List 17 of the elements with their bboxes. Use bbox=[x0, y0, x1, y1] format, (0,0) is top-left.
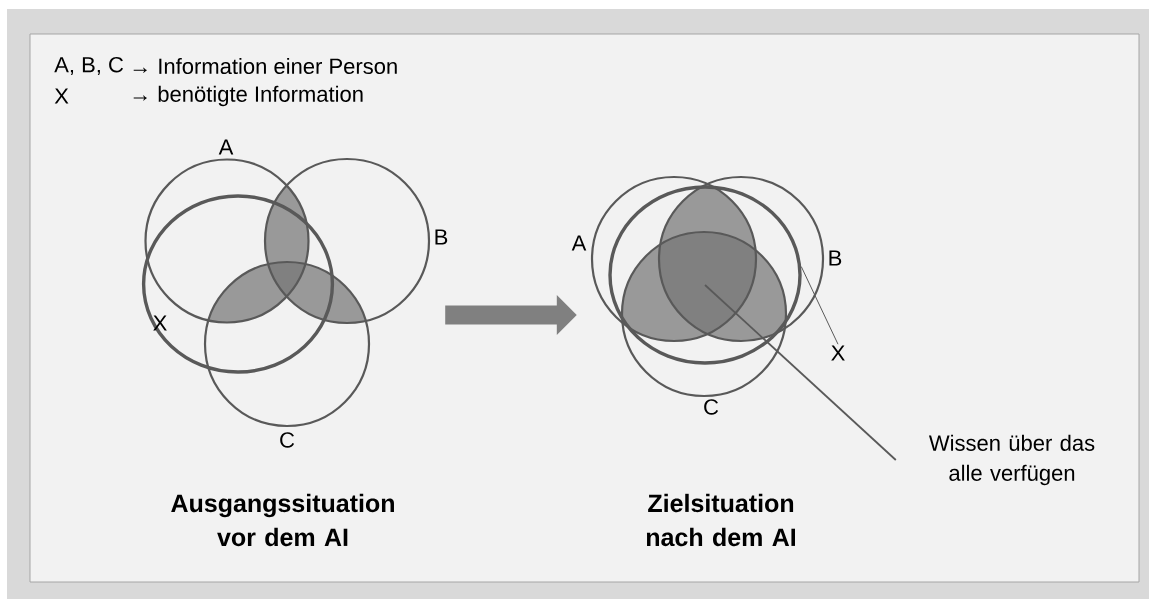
callout-text: Wissen über das alle verfügen bbox=[928, 434, 1095, 486]
leader-line bbox=[800, 266, 839, 345]
circle-label: X bbox=[831, 345, 845, 361]
legend-text: → benötigte Information bbox=[133, 85, 363, 107]
circle-label: X bbox=[153, 315, 167, 331]
circle-label: A bbox=[571, 235, 587, 251]
caption: Zielsituation nach dem AI bbox=[646, 493, 795, 547]
legend-text: A, B, C bbox=[54, 56, 124, 76]
legend-text: X bbox=[54, 88, 69, 104]
leader-line bbox=[704, 284, 897, 461]
legend-text: → Information einer Person bbox=[133, 57, 397, 75]
circle-outline bbox=[608, 185, 802, 365]
venn-drawing bbox=[590, 175, 825, 398]
caption: Ausgangssituation vor dem AI bbox=[171, 493, 394, 547]
venn-drawing bbox=[141, 157, 431, 428]
circle-label: B bbox=[829, 250, 842, 266]
circle-label: C bbox=[704, 399, 719, 415]
